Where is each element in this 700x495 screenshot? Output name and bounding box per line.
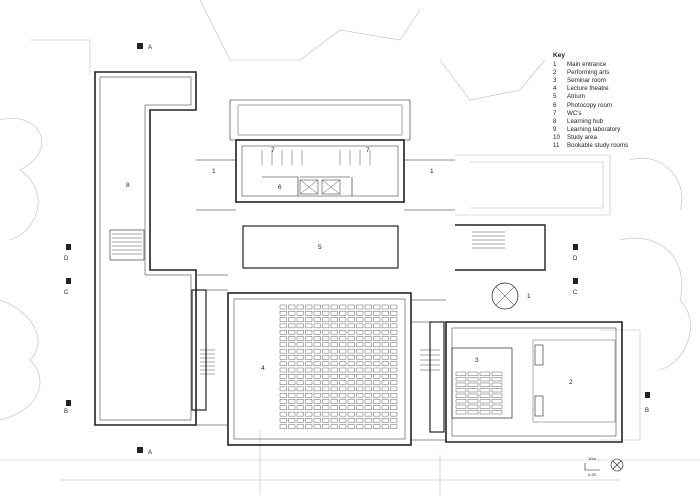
scale-label-bottom: 0.25 bbox=[588, 472, 597, 477]
key-legend: Key 1 Main entrance 2 Performing arts 3 Semin… bbox=[553, 52, 628, 150]
section-b-right: B bbox=[645, 408, 649, 414]
label-entrance-east: 1 bbox=[430, 168, 434, 175]
east-stair bbox=[455, 224, 546, 310]
key-item-label: Atrium bbox=[567, 93, 585, 101]
room-labels: 1 1 1 2 3 4 5 6 7 7 8 bbox=[126, 147, 573, 386]
key-item: 8 Learning hub bbox=[553, 118, 628, 126]
atrium bbox=[242, 225, 399, 269]
key-item: 6 Photocopy room bbox=[553, 102, 628, 110]
label-seminar: 3 bbox=[475, 357, 479, 364]
key-item-number: 3 bbox=[553, 77, 557, 85]
key-list: 1 Main entrance 2 Performing arts 3 Seminar r… bbox=[553, 61, 628, 150]
section-d-right: D bbox=[573, 256, 578, 262]
label-atrium: 5 bbox=[318, 244, 322, 251]
label-learning-hub: 8 bbox=[126, 182, 130, 189]
key-item: 9 Learning laboratory bbox=[553, 126, 628, 134]
label-lecture: 4 bbox=[261, 365, 265, 372]
learning-hub bbox=[94, 71, 197, 426]
key-item: 11 Bookable study rooms bbox=[553, 142, 628, 150]
key-item-label: Bookable study rooms bbox=[567, 142, 629, 150]
core-block bbox=[229, 99, 411, 203]
lecture-theatre bbox=[227, 292, 412, 446]
label-performing-arts: 2 bbox=[569, 379, 573, 386]
section-c-right: C bbox=[573, 290, 578, 296]
scale-label-top: 10m bbox=[588, 456, 596, 461]
label-entrance-south: 1 bbox=[527, 293, 531, 300]
key-item-number: 6 bbox=[553, 101, 557, 109]
key-item: 2 Performing arts bbox=[553, 69, 628, 77]
key-item-label: Study area bbox=[567, 133, 597, 141]
key-item: 4 Lecture theatre bbox=[553, 85, 628, 93]
north-arrow-icon bbox=[610, 458, 624, 472]
key-item-number: 11 bbox=[553, 142, 560, 150]
key-item-label: Performing arts bbox=[567, 69, 610, 77]
key-item-number: 5 bbox=[553, 93, 557, 101]
key-item-number: 1 bbox=[553, 61, 557, 69]
section-a-top: A bbox=[148, 45, 152, 51]
key-item: 1 Main entrance bbox=[553, 61, 628, 69]
key-item-number: 9 bbox=[553, 125, 557, 133]
key-item-label: Seminar room bbox=[567, 77, 606, 85]
key-item-number: 10 bbox=[553, 133, 560, 141]
section-c-left: C bbox=[64, 290, 69, 296]
key-item-label: Main entrance bbox=[567, 61, 607, 69]
key-item-label: Lecture theatre bbox=[567, 85, 609, 93]
label-photocopy: 6 bbox=[278, 184, 282, 191]
label-wc-right: 7 bbox=[366, 147, 370, 154]
section-d-left: D bbox=[64, 256, 69, 262]
scale-bar: 10m 0.25 bbox=[584, 456, 600, 477]
section-a-bottom: A bbox=[148, 450, 152, 456]
key-item: 5 Atrium bbox=[553, 93, 628, 101]
section-markers: A A B B C C D D bbox=[64, 43, 650, 456]
building-envelope bbox=[196, 159, 455, 441]
label-wc-left: 7 bbox=[271, 147, 275, 154]
key-item-label: Learning laboratory bbox=[567, 125, 621, 133]
key-item-number: 4 bbox=[553, 85, 557, 93]
label-entrance-west: 1 bbox=[212, 168, 216, 175]
key-item: 10 Study area bbox=[553, 134, 628, 142]
performing-arts-wing bbox=[445, 321, 623, 443]
key-item-number: 8 bbox=[553, 117, 557, 125]
section-b-left: B bbox=[64, 409, 68, 415]
key-item-label: Photocopy room bbox=[567, 101, 613, 109]
key-title: Key bbox=[553, 52, 566, 59]
key-item: 7 WC's bbox=[553, 110, 628, 118]
key-item-label: WC's bbox=[567, 109, 582, 117]
key-item-number: 2 bbox=[553, 69, 557, 77]
key-item-label: Learning hub bbox=[567, 117, 604, 125]
key-item: 3 Seminar room bbox=[553, 77, 628, 85]
key-item-number: 7 bbox=[553, 109, 557, 117]
